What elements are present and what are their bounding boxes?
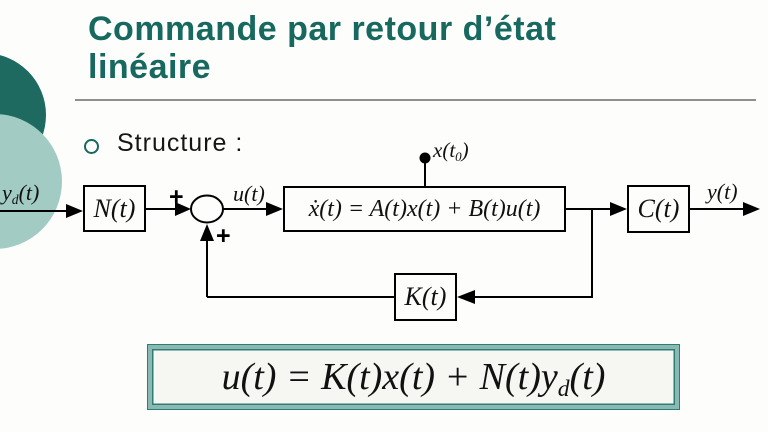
output-signal-label: y(t) — [707, 179, 738, 204]
input-signal-label: yd(t) — [2, 180, 39, 206]
block-output-label: C(t) — [637, 194, 680, 223]
block-feedforward-label: N(t) — [93, 193, 136, 223]
initial-condition-dot — [419, 152, 431, 164]
control-law-formula: u(t) = K(t)x(t) + N(t)yd(t) — [221, 355, 606, 403]
block-feedback-label: K(t) — [404, 282, 447, 311]
block-feedforward-n: N(t) — [83, 185, 146, 232]
block-state-equation-label: ẋ(t) = A(t)x(t) + B(t)u(t) — [308, 195, 541, 222]
slide-title-line1: Commande par retour d’état — [88, 10, 557, 48]
formula-rest: (t) — [569, 356, 606, 398]
initial-state-base: x(t — [433, 138, 456, 162]
bullet-label: Structure : — [117, 129, 244, 157]
arrowhead-into-state — [266, 202, 283, 216]
formula-sub: d — [557, 376, 570, 403]
arrowhead-output — [743, 202, 760, 216]
initial-state-rest: ) — [461, 138, 469, 162]
block-output-c: C(t) — [627, 185, 690, 233]
initial-state-sub: 0 — [455, 148, 462, 164]
summing-junction — [190, 194, 224, 224]
input-signal-base: y — [2, 180, 12, 205]
arrowhead-into-sum — [175, 202, 191, 216]
sum-plus-top: + — [169, 183, 184, 211]
initial-state-label: x(t0) — [433, 138, 469, 163]
control-law-formula-box: u(t) = K(t)x(t) + N(t)yd(t) — [147, 344, 680, 410]
arrowhead-into-n — [66, 204, 83, 218]
arrowhead-into-sum-bottom — [200, 224, 214, 241]
arrowhead-into-k — [457, 290, 475, 304]
control-signal-label: u(t) — [233, 181, 265, 206]
arrowhead-into-c — [610, 202, 627, 216]
formula-main: u(t) = K(t)x(t) + N(t)y — [221, 356, 558, 398]
block-state-equation: ẋ(t) = A(t)x(t) + B(t)u(t) — [283, 186, 566, 232]
slide-title-line2: linéaire — [88, 48, 212, 86]
input-signal-sub: d — [11, 192, 19, 208]
input-signal-rest: (t) — [18, 180, 40, 205]
slide-title: Commande par retour d’état linéaire — [88, 10, 728, 86]
bullet-circle-icon — [84, 139, 99, 154]
sum-plus-bottom: + — [216, 222, 231, 250]
title-divider — [75, 99, 756, 101]
block-feedback-k: K(t) — [394, 273, 457, 321]
